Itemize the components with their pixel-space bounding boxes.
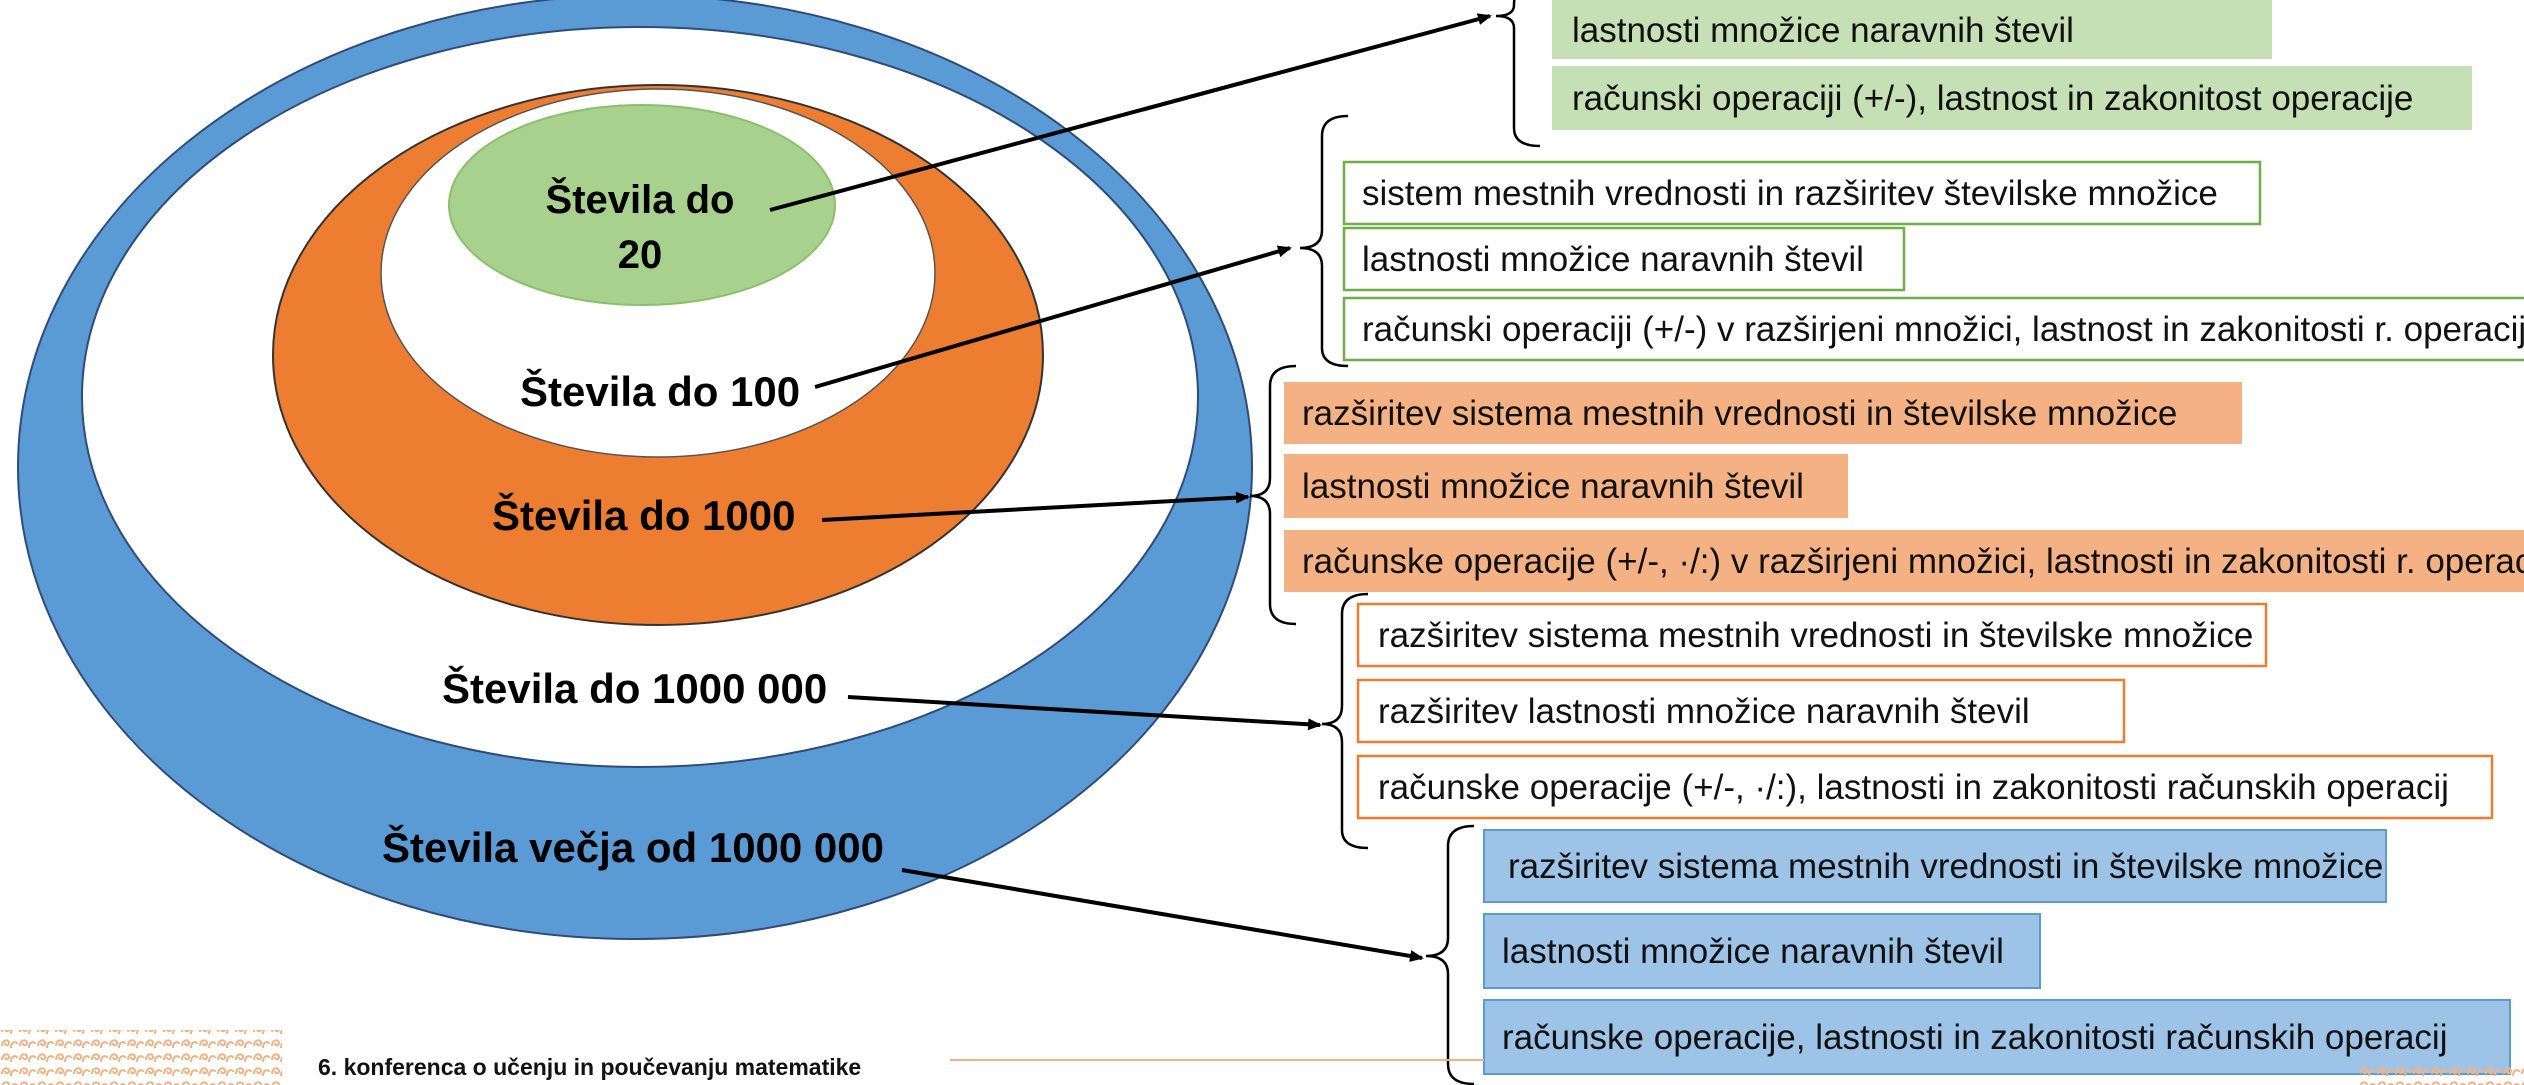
footer-conference: 6. konferenca o učenju in poučevanju mat… bbox=[318, 1054, 861, 1080]
footer-pattern-left bbox=[0, 1030, 282, 1085]
gvecja-box-2 bbox=[1483, 913, 2041, 989]
g1000-text-3: računske operacije (+/-, ·/:) v razširje… bbox=[1302, 542, 2524, 581]
arrow-do20 bbox=[769, 13, 1492, 212]
brace-g1000000 bbox=[1321, 592, 1369, 850]
g100-text-3: računski operaciji (+/-) v razširjeni mn… bbox=[1362, 310, 2524, 349]
g100-box-3 bbox=[1342, 296, 2524, 362]
label-do100: Števila do 100 bbox=[520, 367, 800, 415]
footer-pattern-right bbox=[2360, 1066, 2524, 1085]
g100-box-1 bbox=[1342, 160, 2262, 226]
label-do20-line2: 20 bbox=[618, 233, 663, 277]
arrow-do1000000 bbox=[847, 695, 1322, 731]
g20-text-1: lastnosti množice naravnih števil bbox=[1572, 11, 2074, 50]
label-do1000000: Števila do 1000 000 bbox=[442, 664, 827, 712]
brace-gvecja bbox=[1425, 824, 1475, 1085]
label-do20-line1: Števila do bbox=[546, 176, 735, 222]
g20-text-2: računski operaciji (+/-), lastnost in za… bbox=[1572, 79, 2413, 118]
brace-g100 bbox=[1299, 114, 1349, 368]
g1000-box-1 bbox=[1284, 382, 2242, 444]
label-do1000: Števila do 1000 bbox=[492, 491, 796, 539]
brace-g20 bbox=[1495, 0, 1541, 148]
g1000000-text-2: razširitev lastnosti množice naravnih št… bbox=[1378, 692, 2030, 731]
g1000000-box-2 bbox=[1356, 678, 2126, 744]
g1000000-text-3: računske operacije (+/-, ·/:), lastnosti… bbox=[1378, 768, 2449, 807]
arrow-vecja bbox=[901, 868, 1424, 962]
gvecja-text-3: računske operacije, lastnosti in zakonit… bbox=[1502, 1018, 2447, 1057]
arrow-do100 bbox=[814, 245, 1292, 389]
label-vecja: Števila večja od 1000 000 bbox=[382, 823, 884, 871]
g1000-box-2 bbox=[1284, 454, 1848, 518]
g20-box-2 bbox=[1552, 66, 2472, 130]
ring-20 bbox=[448, 104, 836, 306]
g1000-text-1: razširitev sistema mestnih vrednosti in … bbox=[1302, 394, 2177, 433]
g20-box-1 bbox=[1552, 0, 2272, 59]
gvecja-text-2: lastnosti množice naravnih števil bbox=[1502, 932, 2004, 971]
g1000-text-2: lastnosti množice naravnih števil bbox=[1302, 467, 1804, 506]
gvecja-text-1: razširitev sistema mestnih vrednosti in … bbox=[1508, 847, 2383, 886]
g1000000-box-1 bbox=[1356, 602, 2268, 668]
brace-g1000 bbox=[1249, 364, 1297, 626]
g1000000-box-3 bbox=[1356, 754, 2494, 820]
g1000000-text-1: razširitev sistema mestnih vrednosti in … bbox=[1378, 616, 2253, 655]
arrow-do1000 bbox=[821, 491, 1250, 522]
gvecja-box-1 bbox=[1483, 829, 2387, 903]
g100-text-2: lastnosti množice naravnih števil bbox=[1362, 240, 1864, 279]
g1000-box-3 bbox=[1284, 530, 2524, 592]
g100-box-2 bbox=[1342, 226, 1906, 292]
gvecja-box-3 bbox=[1483, 999, 2511, 1075]
g100-text-1: sistem mestnih vrednosti in razširitev š… bbox=[1362, 174, 2218, 213]
